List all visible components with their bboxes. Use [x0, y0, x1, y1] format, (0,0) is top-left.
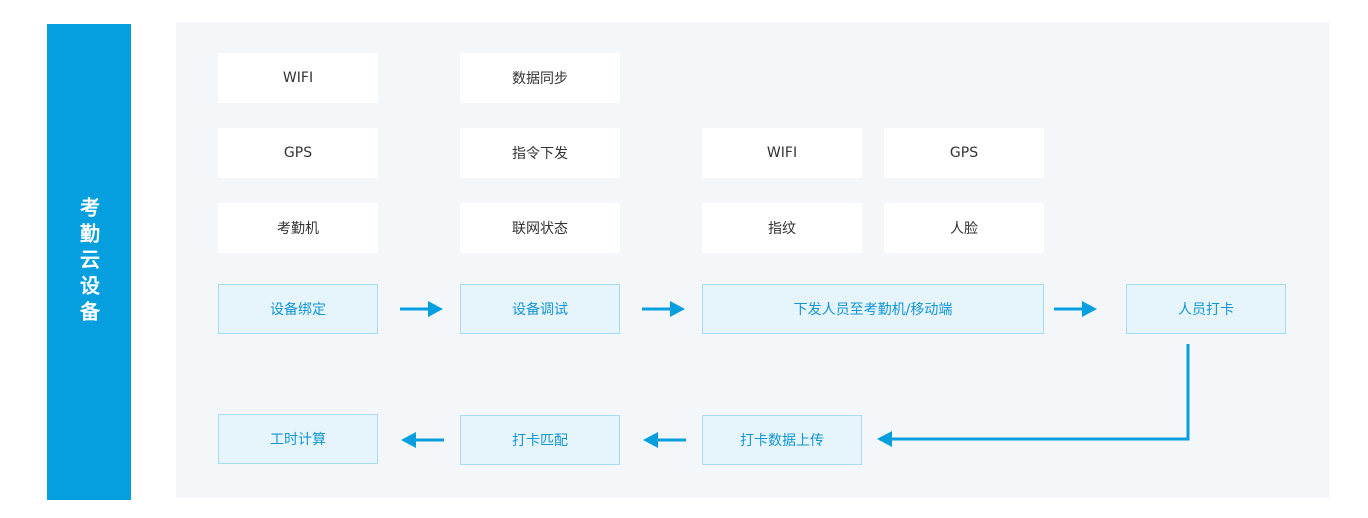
sidebar-banner: 考勤云设备: [47, 24, 131, 500]
feature-gps-punch: GPS: [884, 128, 1044, 178]
feature-face: 人脸: [884, 203, 1044, 253]
feature-network-status: 联网状态: [460, 203, 620, 253]
elbow-connector-arrow-icon: [876, 344, 1192, 450]
feature-fingerprint: 指纹: [702, 203, 862, 253]
step-punch-matching: 打卡匹配: [460, 415, 620, 465]
feature-gps: GPS: [218, 128, 378, 178]
arrow-right-icon: [400, 299, 444, 319]
arrow-right-icon: [642, 299, 686, 319]
step-personnel-punch: 人员打卡: [1126, 284, 1286, 334]
step-work-hours-calculation: 工时计算: [218, 414, 378, 464]
arrow-left-icon: [400, 430, 444, 450]
feature-data-sync: 数据同步: [460, 53, 620, 103]
step-distribute-personnel: 下发人员至考勤机/移动端: [702, 284, 1044, 334]
step-punch-data-upload: 打卡数据上传: [702, 415, 862, 465]
feature-wifi-punch: WIFI: [702, 128, 862, 178]
arrow-left-icon: [642, 430, 686, 450]
feature-attendance-machine: 考勤机: [218, 203, 378, 253]
arrow-right-icon: [1054, 299, 1098, 319]
sidebar-title: 考勤云设备: [76, 197, 101, 327]
step-device-binding: 设备绑定: [218, 284, 378, 334]
feature-command-dispatch: 指令下发: [460, 128, 620, 178]
feature-wifi: WIFI: [218, 53, 378, 103]
step-device-debugging: 设备调试: [460, 284, 620, 334]
